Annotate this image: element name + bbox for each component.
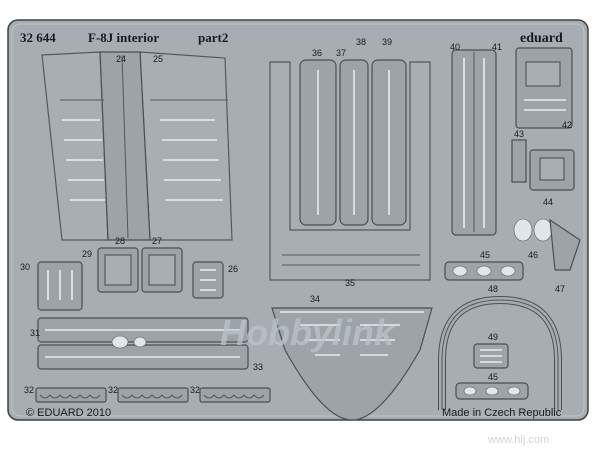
part-32-rows [35, 387, 271, 403]
label-45b: 45 [488, 372, 498, 382]
part-36-39-console [269, 59, 431, 281]
label-29: 29 [82, 249, 92, 259]
part-40-41-strip [451, 49, 497, 236]
label-32a: 32 [24, 385, 34, 395]
label-32c: 32 [190, 385, 200, 395]
label-44: 44 [543, 197, 553, 207]
label-32b: 32 [108, 385, 118, 395]
part-43-44 [511, 139, 575, 191]
label-39: 39 [382, 37, 392, 47]
part-48-arch [438, 295, 562, 410]
label-48: 48 [488, 284, 498, 294]
copyright: © EDUARD 2010 [26, 407, 111, 419]
label-46: 46 [528, 250, 538, 260]
label-45a: 45 [480, 250, 490, 260]
sheet-code: 32 644 [20, 30, 56, 45]
label-26: 26 [228, 264, 238, 274]
part-24-25-side-panels [41, 51, 233, 241]
label-33: 33 [253, 362, 263, 372]
label-31: 31 [30, 328, 40, 338]
label-37: 37 [336, 48, 346, 58]
label-49: 49 [488, 332, 498, 342]
label-42: 42 [562, 120, 572, 130]
label-41: 41 [492, 42, 502, 52]
label-30: 30 [20, 262, 30, 272]
part-49 [473, 343, 509, 369]
sheet-subtitle: part2 [198, 30, 228, 45]
label-25: 25 [153, 54, 163, 64]
label-40: 40 [450, 42, 460, 52]
label-34: 34 [310, 294, 320, 304]
part-45-lower [455, 382, 529, 400]
label-24: 24 [116, 54, 126, 64]
part-26-30 [37, 247, 224, 311]
label-28: 28 [115, 236, 125, 246]
part-45-upper [444, 261, 524, 281]
sheet-title: F-8J interior [88, 30, 159, 45]
label-35: 35 [345, 278, 355, 288]
part-46-47 [513, 218, 581, 271]
label-27: 27 [152, 236, 162, 246]
brand-logo: eduard [520, 31, 563, 46]
part-42 [515, 47, 573, 129]
part-34-shield [271, 307, 433, 421]
part-31-33-rail [37, 317, 249, 370]
origin: Made in Czech Republic [442, 407, 562, 419]
label-38: 38 [356, 37, 366, 47]
label-36: 36 [312, 48, 322, 58]
label-43: 43 [514, 129, 524, 139]
watermark-logo: Hobbylink [220, 312, 396, 353]
label-47: 47 [555, 284, 565, 294]
watermark-url: www.hlj.com [487, 434, 549, 446]
